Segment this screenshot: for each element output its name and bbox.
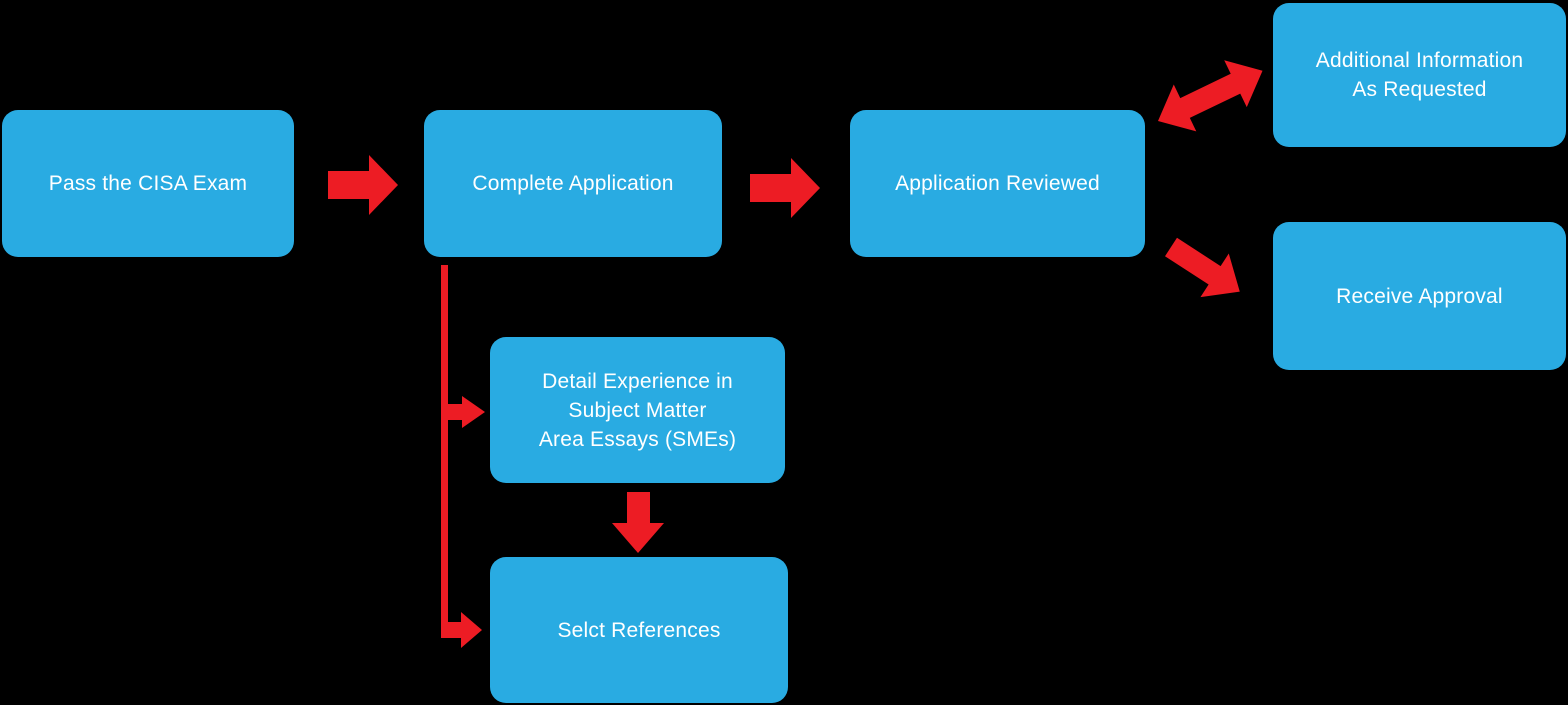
arrow-branch-to-references-icon [444, 612, 482, 648]
arrow-detail-to-references-icon [612, 492, 664, 553]
node-additional-information: Additional Information As Requested [1273, 3, 1566, 147]
node-label: Pass the CISA Exam [48, 172, 248, 195]
node-pass-cisa-exam: Pass the CISA Exam [2, 110, 294, 257]
node-label: Additional Information [1315, 49, 1524, 72]
node-complete-application: Complete Application [424, 110, 722, 257]
branch-line [441, 265, 448, 638]
node-label: Receive Approval [1336, 284, 1503, 308]
node-label: Complete Application [472, 172, 674, 195]
node-label: Detail Experience in [542, 369, 733, 393]
node-label: Subject Matter [568, 398, 707, 422]
node-label: Area Essays (SMEs) [538, 427, 737, 451]
node-label: Selct References [557, 618, 721, 642]
node-label: Application Reviewed [895, 172, 1100, 195]
node-select-references: Selct References [490, 557, 788, 703]
node-receive-approval: Receive Approval [1273, 222, 1566, 370]
arrow-pass-to-complete-icon [328, 155, 398, 215]
node-label: As Requested [1352, 78, 1487, 101]
arrow-branch-to-detail-icon [444, 396, 485, 428]
node-detail-experience-essays: Detail Experience in Subject Matter Area… [490, 337, 785, 483]
arrow-complete-to-reviewed-icon [750, 158, 820, 218]
double-arrow-reviewed-additional-icon [1158, 60, 1263, 132]
arrow-reviewed-to-approval-icon [1165, 237, 1240, 298]
node-application-reviewed: Application Reviewed [850, 110, 1145, 257]
